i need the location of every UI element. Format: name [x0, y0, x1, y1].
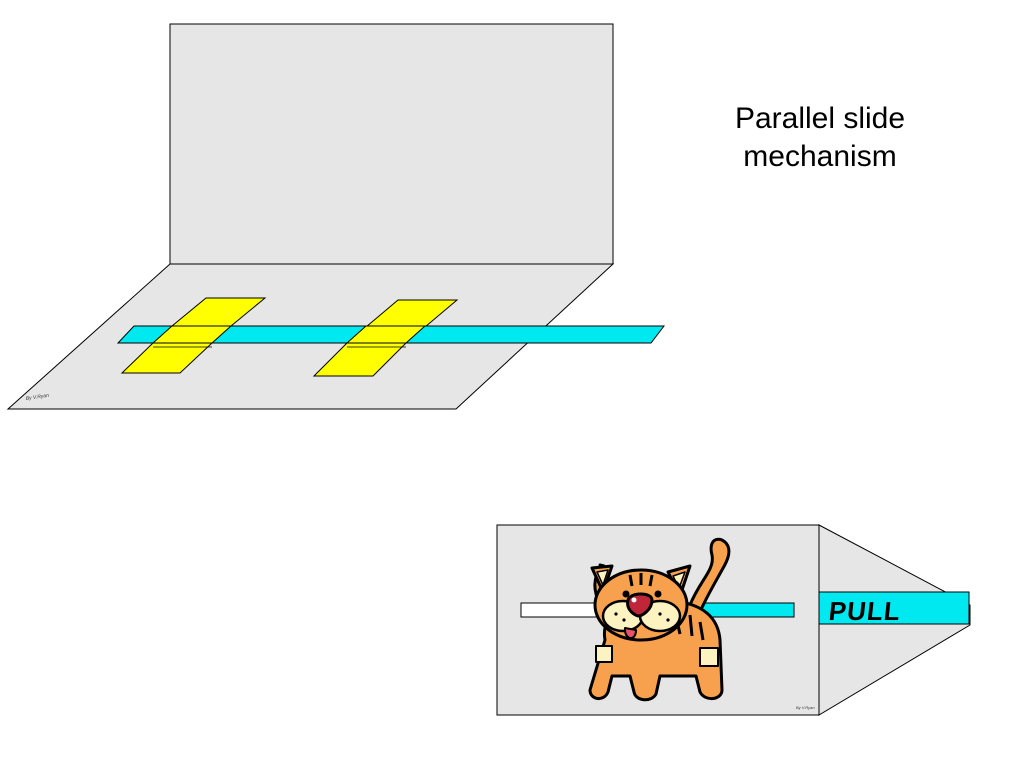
finished-card-illustration: PULL [496, 524, 971, 716]
card-back-panel [169, 23, 614, 265]
cat-ear-left-inner [596, 569, 609, 586]
caption-line-1: Parallel slide [734, 102, 906, 135]
caption-line-2: mechanism [743, 140, 897, 173]
diagram-caption: Parallel slide mechanism [700, 100, 940, 176]
pull-label: PULL [827, 596, 902, 626]
signature-top: By V.Ryan [25, 393, 49, 402]
cat-patch-front [595, 645, 613, 663]
cat-forehead-stripes [628, 573, 654, 587]
cat-eye-left [622, 590, 630, 598]
cat-illustration [588, 537, 731, 702]
guide-strip-right-bottom [312, 342, 408, 377]
guide-strip-left-bottom [120, 342, 214, 374]
cat-eye-right [654, 590, 662, 598]
pull-tab[interactable] [818, 591, 970, 625]
open-card-illustration: By V.Ryan [6, 23, 666, 410]
cat-tongue [623, 627, 637, 639]
cat-patch-leg [699, 647, 719, 667]
cat-tail [688, 537, 731, 614]
signature-bottom: By V.Ryan [796, 705, 815, 710]
